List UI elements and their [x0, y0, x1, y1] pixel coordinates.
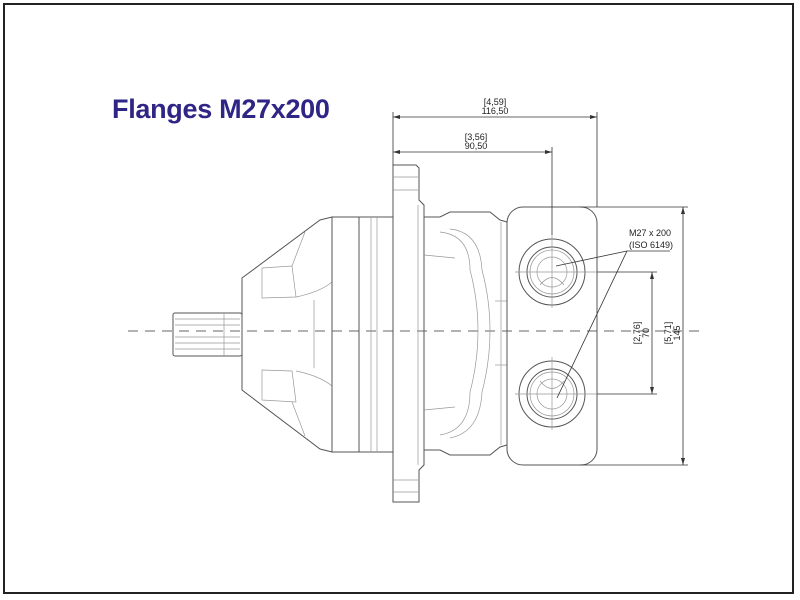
port-callout: M27 x 200 (ISO 6149): [555, 228, 673, 399]
dimension-overall-length: [4,59] 116,50: [392, 97, 598, 207]
dimension-block-height: [5,71] 145: [580, 206, 688, 466]
dim-height-inch: [5,71]: [663, 322, 673, 345]
callout-thread: M27 x 200: [629, 228, 671, 238]
splined-shaft: [172, 312, 243, 357]
dim-overall-inch: [4,59]: [484, 97, 507, 107]
drawing-frame: [3, 3, 794, 594]
dim-height-mm: 145: [672, 325, 682, 340]
dim-port-inch: [3,56]: [465, 132, 488, 142]
middle-housing: [423, 211, 508, 456]
dim-overall-mm: 116,50: [482, 106, 509, 116]
dim-spacing-inch: [2,76]: [632, 322, 642, 345]
port-a: [515, 235, 597, 308]
dim-port-mm: 90,50: [465, 141, 488, 151]
dimension-port-spacing: [2,76] 70: [597, 271, 657, 395]
port-b: [515, 357, 597, 430]
mounting-flange: [392, 164, 425, 503]
dimension-port-position: [3,56] 90,50: [393, 132, 553, 235]
dim-spacing-mm: 70: [641, 328, 651, 338]
front-housing: [241, 216, 394, 453]
callout-standard: (ISO 6149): [629, 240, 673, 250]
drawing-title: Flanges M27x200: [112, 94, 330, 124]
